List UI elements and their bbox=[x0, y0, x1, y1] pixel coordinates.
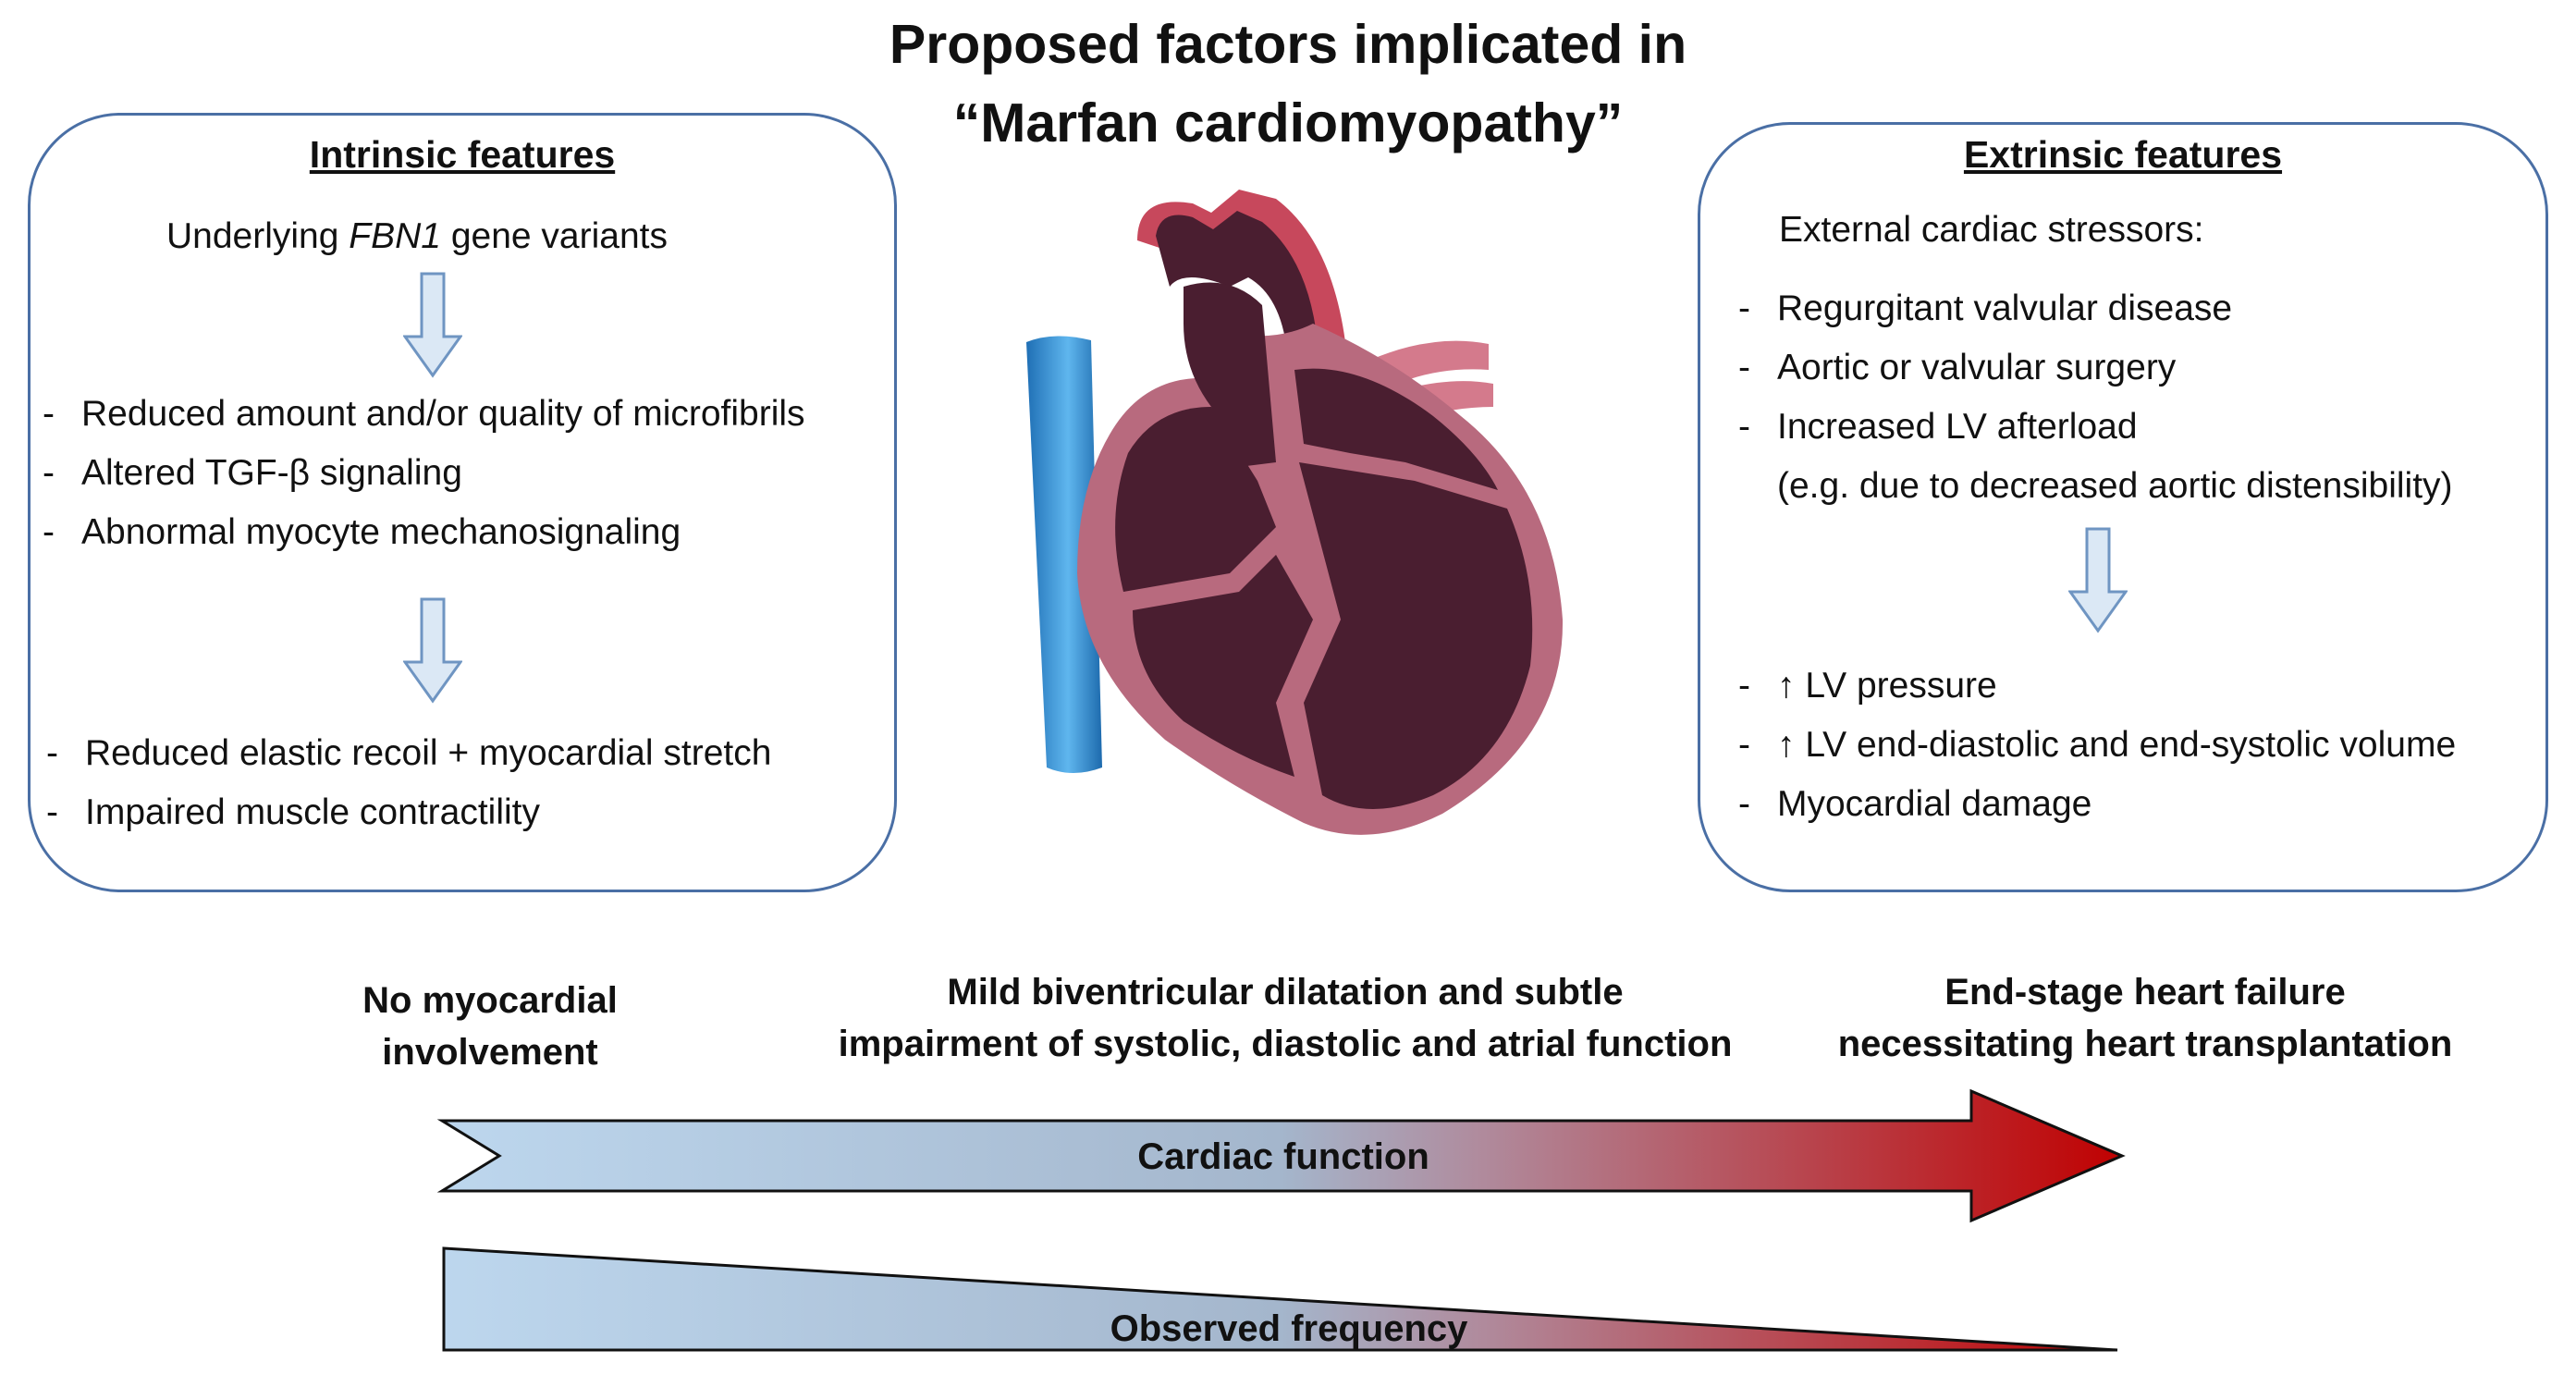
stage-line: End-stage heart failure bbox=[1944, 972, 2346, 1013]
list-item: Altered TGF-β signaling bbox=[43, 444, 805, 503]
title-line-2: “Marfan cardiomyopathy” bbox=[952, 92, 1624, 153]
observed-frequency-label: Observed frequency bbox=[1110, 1308, 1469, 1349]
extrinsic-heading: Extrinsic features bbox=[1963, 133, 2283, 176]
stage-mild-dilatation: Mild biventricular dilatation and subtle… bbox=[814, 966, 1757, 1070]
list-item: Regurgitant valvular disease bbox=[1738, 279, 2232, 338]
intrinsic-features-box bbox=[28, 113, 897, 892]
stage-line: No myocardial bbox=[362, 980, 618, 1021]
stage-end-stage: End-stage heart failure necessitating he… bbox=[1812, 966, 2478, 1070]
ascending-aorta-shape bbox=[1184, 282, 1276, 467]
list-item: ↑ LV end-diastolic and end-systolic volu… bbox=[1738, 716, 2456, 775]
cardiac-function-label: Cardiac function bbox=[1137, 1136, 1429, 1177]
cause-suffix: gene variants bbox=[440, 216, 668, 256]
intrinsic-mechanisms-list: Reduced amount and/or quality of microfi… bbox=[43, 385, 805, 562]
heart-illustration bbox=[1026, 190, 1564, 835]
stage-line: necessitating heart transplantation bbox=[1837, 1024, 2453, 1064]
vena-cava-shape bbox=[1026, 336, 1102, 773]
intrinsic-effects-list: Reduced elastic recoil + myocardial stre… bbox=[46, 724, 771, 842]
stage-no-involvement: No myocardial involvement bbox=[305, 975, 675, 1078]
intrinsic-cause: Underlying FBN1 gene variants bbox=[166, 207, 668, 266]
list-item: Myocardial damage bbox=[1738, 775, 2456, 834]
aorta-lumen-shape bbox=[1156, 211, 1318, 351]
cardiac-function-arrow bbox=[436, 1088, 2126, 1223]
stage-line: Mild biventricular dilatation and subtle bbox=[947, 972, 1624, 1013]
observed-frequency-wedge bbox=[442, 1246, 2118, 1352]
down-arrow-icon bbox=[403, 597, 462, 704]
list-item: ↑ LV pressure bbox=[1738, 657, 2456, 716]
stressor-note: (e.g. due to decreased aortic distensibi… bbox=[1777, 466, 2453, 506]
stage-line: impairment of systolic, diastolic and at… bbox=[838, 1024, 1733, 1064]
list-item: Increased LV afterload bbox=[1738, 398, 2232, 457]
intrinsic-heading: Intrinsic features bbox=[309, 133, 616, 176]
extrinsic-effects-list: ↑ LV pressure ↑ LV end-diastolic and end… bbox=[1738, 657, 2456, 834]
title-line-1: Proposed factors implicated in bbox=[889, 14, 1687, 75]
stage-line: involvement bbox=[382, 1032, 598, 1073]
list-item: Impaired muscle contractility bbox=[46, 783, 771, 842]
list-item: Abnormal myocyte mechanosignaling bbox=[43, 503, 805, 562]
down-arrow-icon bbox=[403, 272, 462, 378]
down-arrow-icon bbox=[2068, 527, 2128, 633]
cause-gene: FBN1 bbox=[349, 216, 441, 256]
left-atrium-shape bbox=[1294, 368, 1498, 490]
cause-prefix: Underlying bbox=[166, 216, 350, 256]
list-item: Reduced elastic recoil + myocardial stre… bbox=[46, 724, 771, 783]
diagram-title: Proposed factors implicated in “Marfan c… bbox=[0, 6, 2576, 163]
extrinsic-stressors-list: Regurgitant valvular disease Aortic or v… bbox=[1738, 279, 2232, 457]
extrinsic-features-box bbox=[1698, 122, 2548, 892]
list-item: Reduced amount and/or quality of microfi… bbox=[43, 385, 805, 444]
left-ventricle-shape bbox=[1299, 462, 1533, 809]
progression-graphics: Cardiac function Observed frequency bbox=[436, 1088, 2126, 1352]
right-ventricle-shape bbox=[1133, 555, 1313, 777]
extrinsic-intro: External cardiac stressors: bbox=[1779, 210, 2204, 250]
list-item: Aortic or valvular surgery bbox=[1738, 338, 2232, 398]
